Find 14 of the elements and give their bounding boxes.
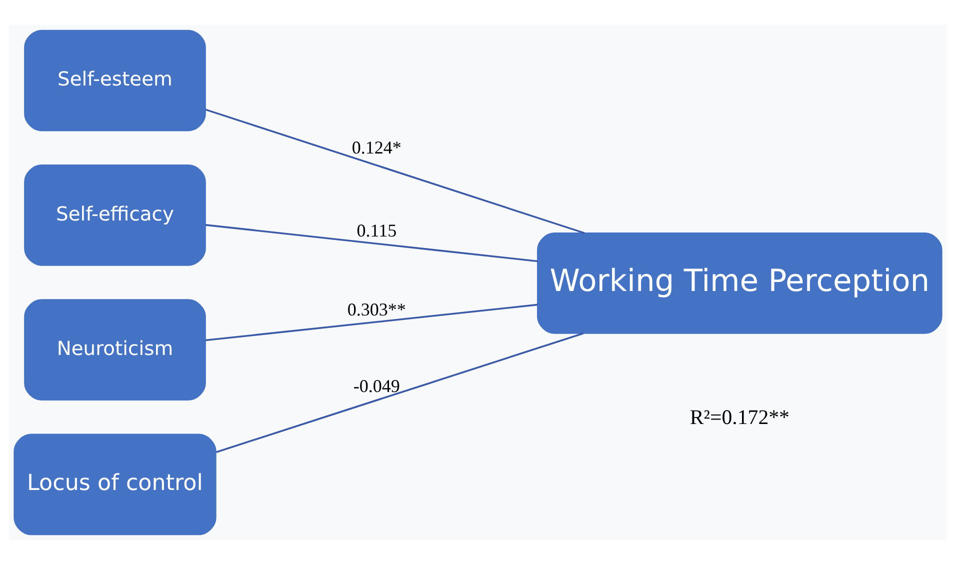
- edge-label: 0.303**: [347, 299, 406, 320]
- edge-label: 0.124*: [352, 136, 402, 157]
- node-box: Neuroticism: [24, 298, 206, 400]
- node-box: Self-esteem: [24, 29, 206, 131]
- connector: [205, 224, 538, 262]
- connector: [205, 303, 538, 341]
- node-label: R²=0.172**: [690, 404, 790, 429]
- node-box: Locus of control: [14, 433, 216, 535]
- edge-label: -0.049: [353, 376, 400, 396]
- node-box: Self-efficacy: [24, 164, 206, 266]
- connector: [205, 108, 585, 234]
- edge-label: 0.115: [356, 220, 397, 240]
- node-box: Working Time Perception: [537, 232, 942, 334]
- connector: [216, 332, 584, 452]
